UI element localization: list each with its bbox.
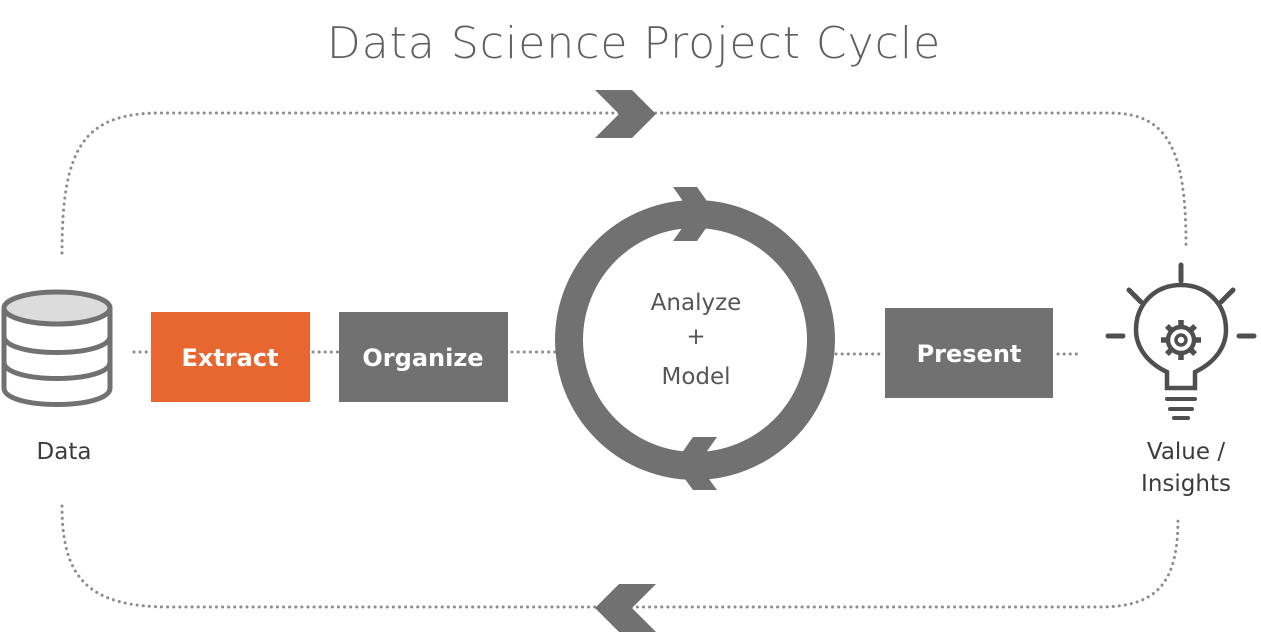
organize-box	[339, 312, 508, 402]
extract-box	[151, 312, 310, 402]
ring-arrow-bottom-icon	[674, 437, 717, 490]
data-label: Data	[37, 439, 92, 465]
organize-label: Organize	[362, 344, 483, 372]
value-label-line2: Insights	[1141, 471, 1231, 497]
center-label-model: Model	[661, 364, 730, 390]
database-icon	[1, 289, 113, 407]
present-label: Present	[917, 340, 1022, 368]
outer-loop-bottom	[60, 504, 1180, 609]
page-title: Data Science Project Cycle	[327, 18, 941, 69]
ring-arrow-top-icon	[673, 187, 716, 241]
chevron-right-icon	[595, 90, 656, 138]
lightbulb-gear-icon	[1105, 262, 1257, 420]
present-box	[885, 308, 1053, 398]
value-label-line1: Value /	[1147, 439, 1225, 465]
center-label-analyze: Analyze	[651, 290, 742, 316]
outer-loop-top	[60, 111, 1188, 255]
extract-label: Extract	[181, 344, 278, 372]
center-label-plus: +	[686, 324, 705, 350]
chevron-left-icon	[595, 584, 656, 632]
